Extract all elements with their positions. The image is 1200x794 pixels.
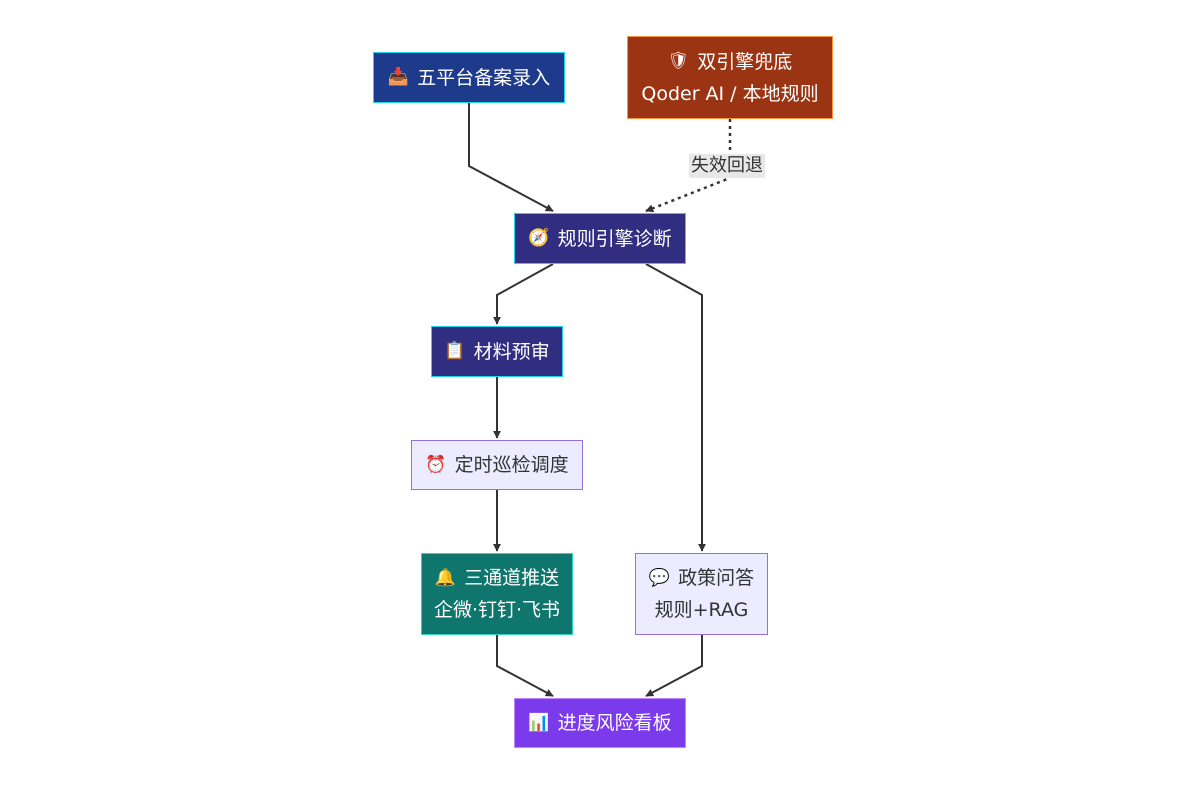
node-schedule[interactable]: ⏰ 定时巡检调度 xyxy=(411,440,583,490)
compass-icon: 🧭 xyxy=(528,228,550,248)
node-push-label: 三通道推送 xyxy=(464,567,560,589)
edge-push-to-dashboard xyxy=(496,635,554,697)
node-dashboard[interactable]: 📊 进度风险看板 xyxy=(514,698,686,748)
bar-chart-icon: 📊 xyxy=(528,712,550,733)
edge-label-fallback: 失效回退 xyxy=(689,154,765,178)
alarm-clock-icon: ⏰ xyxy=(425,454,447,475)
node-precheck[interactable]: 📋 材料预审 xyxy=(431,326,563,377)
node-fallback[interactable]: 🛡 双引擎兜底 Qoder AI / 本地规则 xyxy=(627,36,833,119)
node-push[interactable]: 🔔 三通道推送 企微·钉钉·飞书 xyxy=(421,553,573,635)
edge-intake-to-diagnosis xyxy=(468,103,554,212)
edge-qa-to-dashboard xyxy=(645,635,703,697)
inbox-tray-icon: 📥 xyxy=(387,67,410,87)
edge-diagnosis-to-precheck xyxy=(493,263,554,325)
speech-bubble-icon: 💬 xyxy=(648,567,671,588)
node-qa-label: 政策问答 xyxy=(678,567,755,589)
node-push-sublabel: 企微·钉钉·飞书 xyxy=(433,599,561,621)
node-intake-label: 五平台备案录入 xyxy=(417,66,551,89)
node-fallback-sublabel: Qoder AI / 本地规则 xyxy=(641,82,819,105)
bell-icon: 🔔 xyxy=(434,567,457,588)
node-diagnosis-label: 规则引擎诊断 xyxy=(557,227,672,250)
node-schedule-label: 定时巡检调度 xyxy=(454,454,569,476)
node-fallback-label: 双引擎兜底 xyxy=(697,50,793,73)
node-precheck-label: 材料预审 xyxy=(473,340,550,363)
node-diagnosis[interactable]: 🧭 规则引擎诊断 xyxy=(514,213,686,264)
node-qa-sublabel: 规则+RAG xyxy=(654,599,749,621)
edge-diagnosis-to-qa xyxy=(645,263,706,552)
node-intake[interactable]: 📥 五平台备案录入 xyxy=(373,52,565,103)
edge-fallback-to-diagnosis xyxy=(645,119,732,213)
clipboard-icon: 📋 xyxy=(444,341,466,361)
shield-icon: 🛡 xyxy=(667,51,690,71)
node-dashboard-label: 进度风险看板 xyxy=(557,712,672,734)
node-qa[interactable]: 💬 政策问答 规则+RAG xyxy=(635,553,768,635)
